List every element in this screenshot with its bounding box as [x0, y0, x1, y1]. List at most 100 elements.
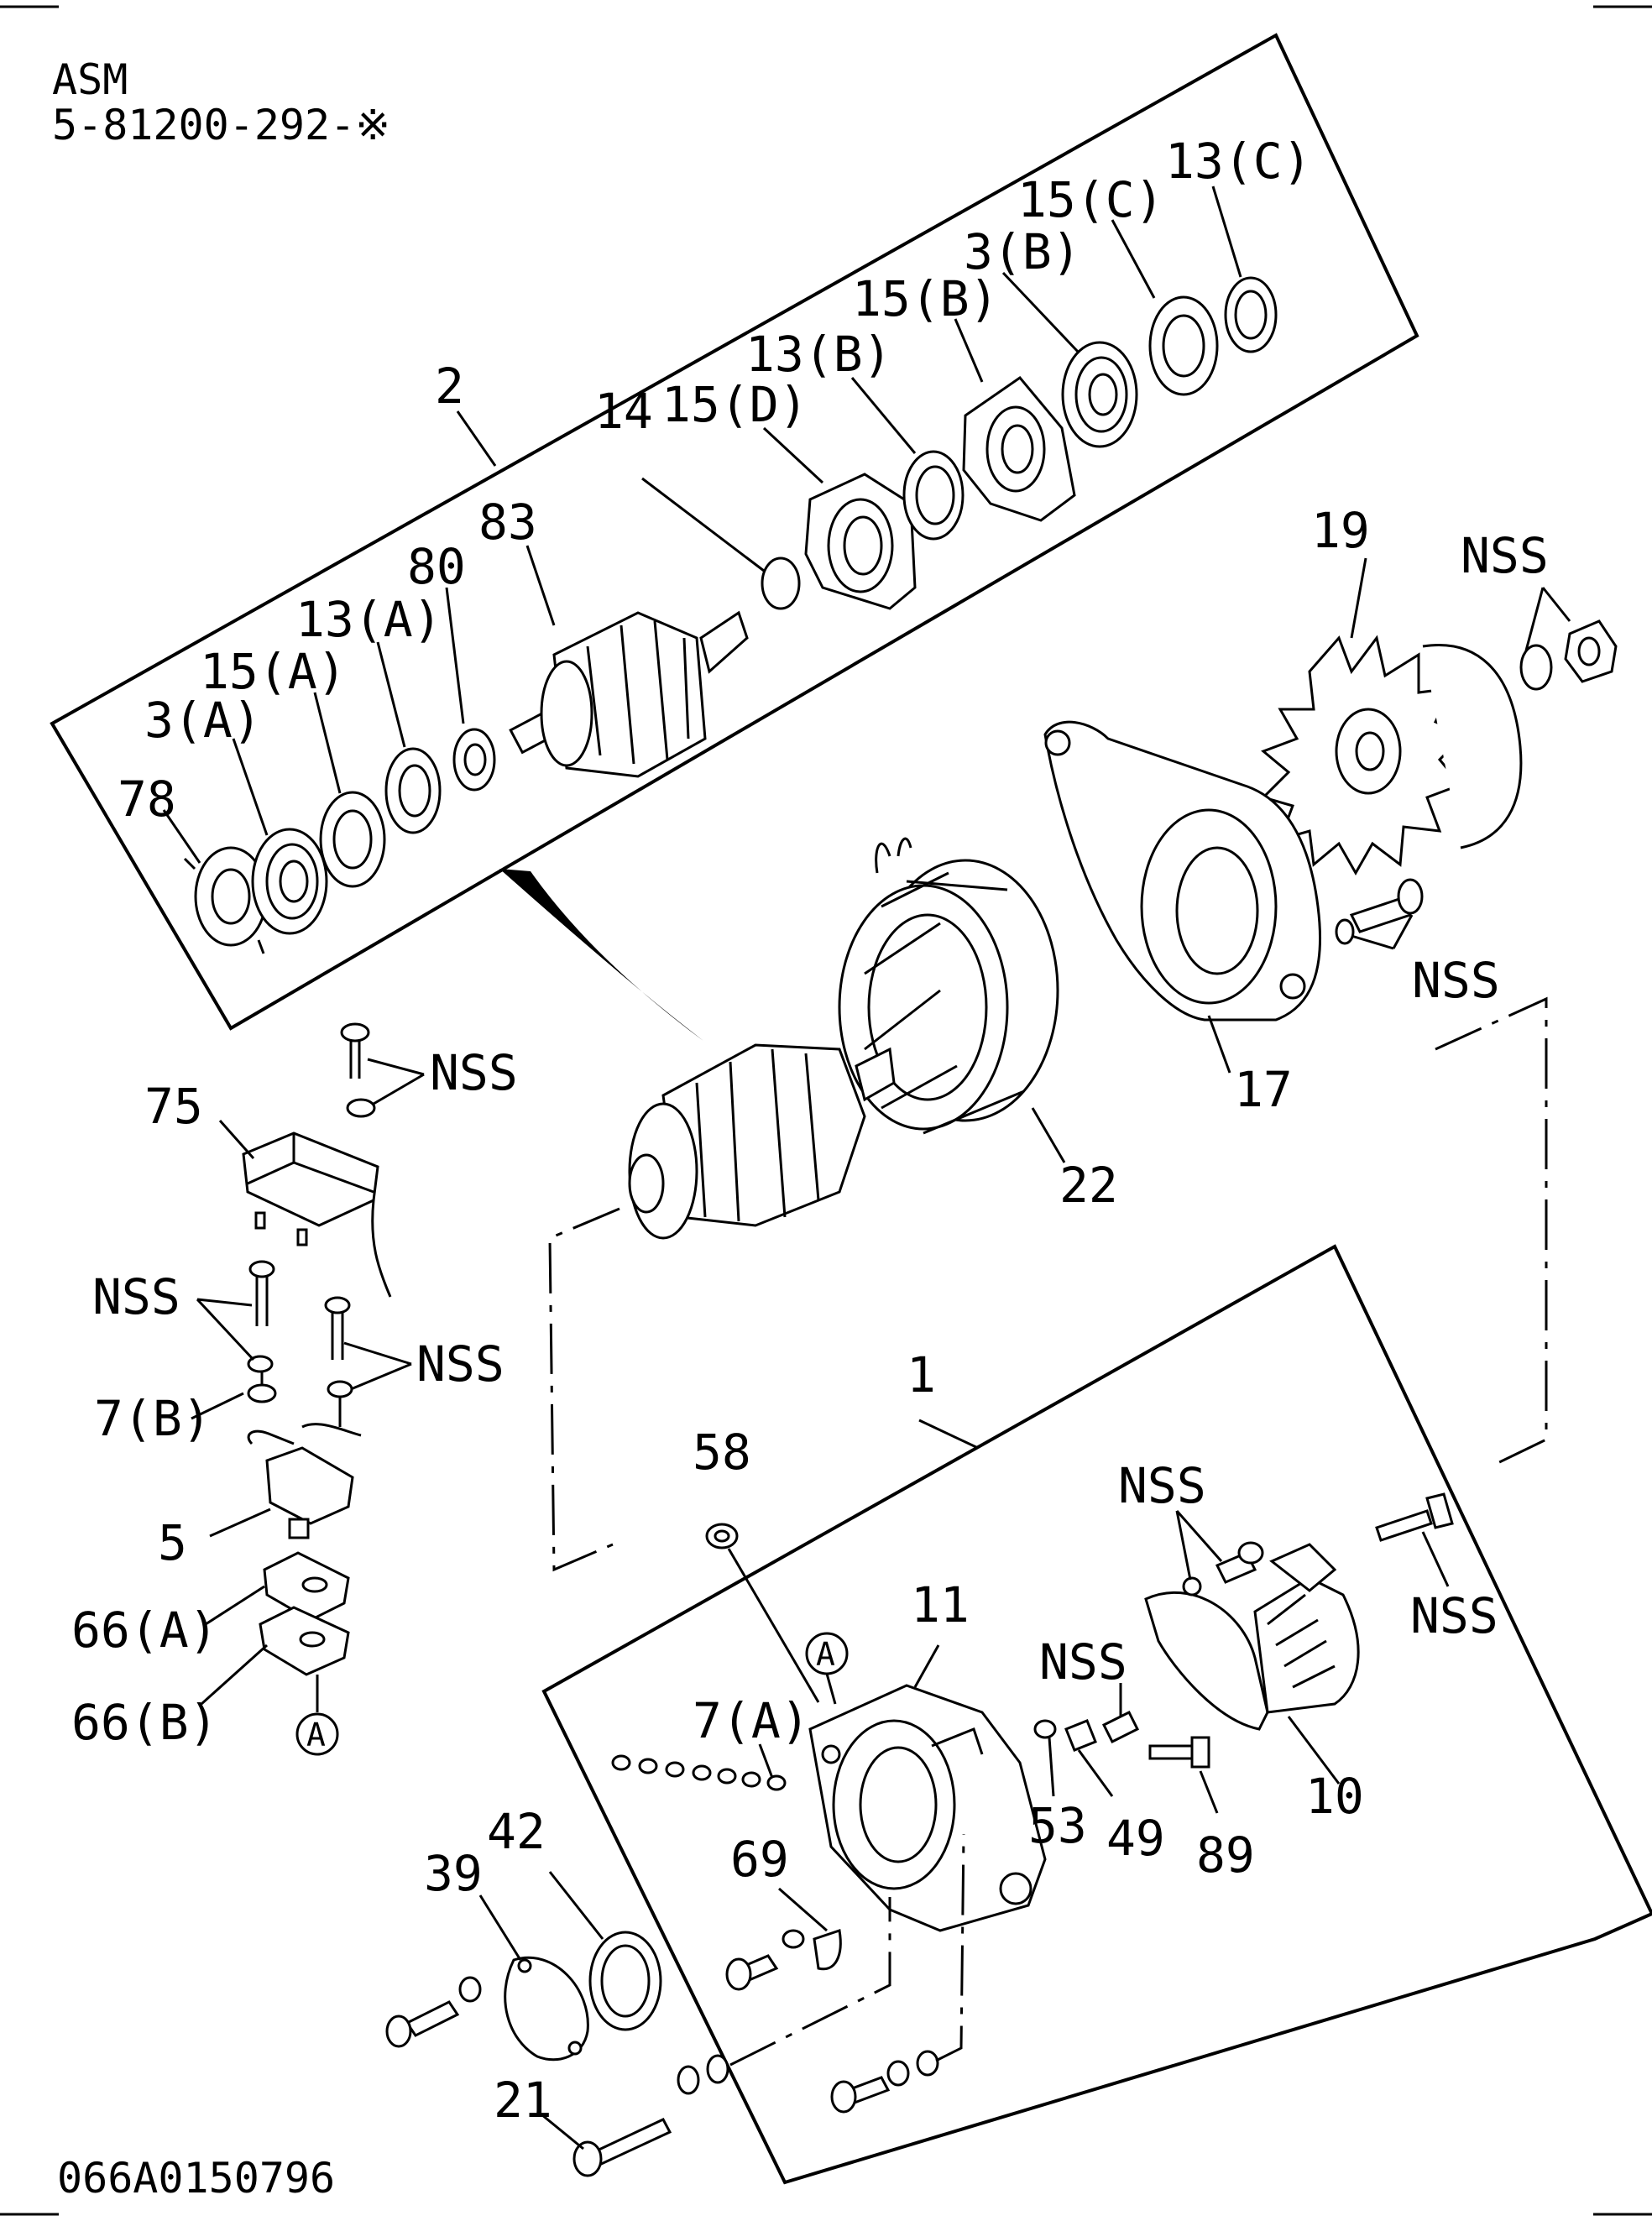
callout-nss-10b: NSS	[1410, 1587, 1498, 1644]
regulator-75	[242, 1131, 392, 1298]
leader-10	[1287, 1716, 1341, 1785]
leader-nss-washer	[1524, 587, 1545, 651]
callout-19: 19	[1311, 502, 1370, 559]
callout-49: 49	[1106, 1810, 1165, 1867]
callout-2: 2	[435, 358, 464, 415]
explosion-arrow	[499, 869, 703, 1041]
bushing-58	[705, 1523, 739, 1549]
cap-53	[1033, 1719, 1057, 1739]
clip-69	[782, 1929, 842, 1971]
callout-83: 83	[478, 494, 537, 551]
bolt-39	[385, 1976, 482, 2048]
callout-89: 89	[1196, 1826, 1255, 1884]
leader-nss-75b	[373, 1073, 425, 1105]
drawing-code: 066A0150796	[57, 2154, 335, 2203]
leader-42	[548, 1871, 604, 1940]
callout-58: 58	[693, 1424, 751, 1481]
callout-nss-bolt17: NSS	[1412, 952, 1500, 1009]
callout-75: 75	[144, 1078, 203, 1135]
callout-3a: 3(A)	[144, 692, 262, 749]
fan-pulley-19	[1261, 635, 1523, 876]
leader-nss-left-b	[196, 1298, 255, 1361]
leader-66b	[200, 1644, 269, 1706]
washers-bottom	[677, 2050, 939, 2095]
front-frame-17	[1043, 720, 1322, 1022]
leader-17	[1207, 1015, 1231, 1074]
callout-nss-75: NSS	[430, 1044, 518, 1101]
callout-11: 11	[911, 1576, 970, 1633]
leader-49	[1077, 1749, 1114, 1797]
leader-7b	[191, 1392, 244, 1420]
callout-53: 53	[1028, 1797, 1087, 1854]
bolt-nss-17	[1335, 878, 1424, 945]
callout-15a: 15(A)	[200, 643, 347, 700]
callout-7b: 7(B)	[94, 1390, 212, 1447]
leader-89	[1199, 1770, 1219, 1814]
rear-frame-group-box	[541, 1244, 1652, 2185]
nut-and-washer	[1519, 619, 1618, 691]
callout-21: 21	[494, 2072, 552, 2129]
callout-15b: 15(B)	[852, 270, 999, 327]
callout-13c: 13(C)	[1165, 133, 1312, 190]
bearing-3b	[1061, 341, 1138, 448]
ref-mark-a-left	[295, 1712, 339, 1756]
seal-15c	[1148, 295, 1219, 396]
callout-22: 22	[1059, 1157, 1118, 1214]
bolt-nss-right	[1375, 1492, 1454, 1542]
retainer-plate-15d	[804, 473, 917, 610]
callout-nss-49: NSS	[1039, 1633, 1127, 1691]
leader-nss-10a-1	[1175, 1510, 1192, 1581]
leader-66a	[205, 1585, 265, 1626]
leader-a-right	[825, 1673, 837, 1705]
callout-nss-nut: NSS	[1461, 527, 1549, 584]
callout-nss-left2: NSS	[416, 1335, 504, 1393]
leader-nss-10b	[1421, 1531, 1450, 1587]
brush-holder-5	[247, 1423, 362, 1539]
leader-11	[913, 1644, 940, 1688]
leader-nss-75a	[367, 1058, 425, 1076]
screws-nss-left	[247, 1260, 353, 1427]
callout-nss-left: NSS	[92, 1268, 180, 1325]
callout-15d: 15(D)	[661, 376, 808, 433]
leader-21	[536, 2109, 584, 2150]
washer-14	[761, 557, 801, 610]
leader-nss-washer17	[1351, 934, 1394, 950]
callout-nss-10a: NSS	[1118, 1457, 1206, 1514]
leader-39	[478, 1894, 522, 1961]
retainer-plate-15b	[962, 375, 1076, 522]
assembly-guide-lines	[548, 996, 1548, 1572]
leader-75	[218, 1120, 255, 1159]
rear-frame-11	[808, 1684, 1047, 1932]
bolt-69	[725, 1954, 779, 1991]
leader-7a	[758, 1743, 774, 1779]
bolt-bottom-right	[830, 2076, 891, 2114]
rotor-83	[509, 610, 749, 778]
callout-80: 80	[407, 538, 466, 595]
callout-78: 78	[118, 771, 176, 828]
spacer-80	[452, 728, 496, 792]
callout-39: 39	[424, 1845, 483, 1902]
leaders-rotor-kit	[162, 186, 1242, 864]
callout-17: 17	[1234, 1061, 1293, 1118]
leader-nss-left-a	[196, 1298, 253, 1307]
callout-42: 42	[487, 1803, 546, 1860]
leader-5	[209, 1508, 271, 1538]
ref-a-left-text: A	[306, 1717, 326, 1753]
leader-69	[778, 1887, 828, 1932]
screw-nss-75	[340, 1022, 376, 1118]
washers-7a	[611, 1754, 787, 1791]
washer-13a	[384, 747, 442, 834]
callout-1: 1	[907, 1346, 936, 1403]
retainer-plate-78	[183, 846, 268, 954]
callout-13b: 13(B)	[745, 326, 892, 383]
bolt-89	[1148, 1736, 1210, 1769]
leader-nss-bolt	[1392, 914, 1414, 949]
leader-nss-10a-2	[1175, 1510, 1223, 1562]
bolt-21	[572, 2118, 672, 2177]
rotor-assembled	[628, 1043, 896, 1240]
dash-leaders-bottom	[729, 1833, 965, 2067]
callout-13a: 13(A)	[295, 591, 442, 648]
insulator-66b	[259, 1606, 350, 1676]
callout-66b: 66(B)	[71, 1694, 218, 1751]
